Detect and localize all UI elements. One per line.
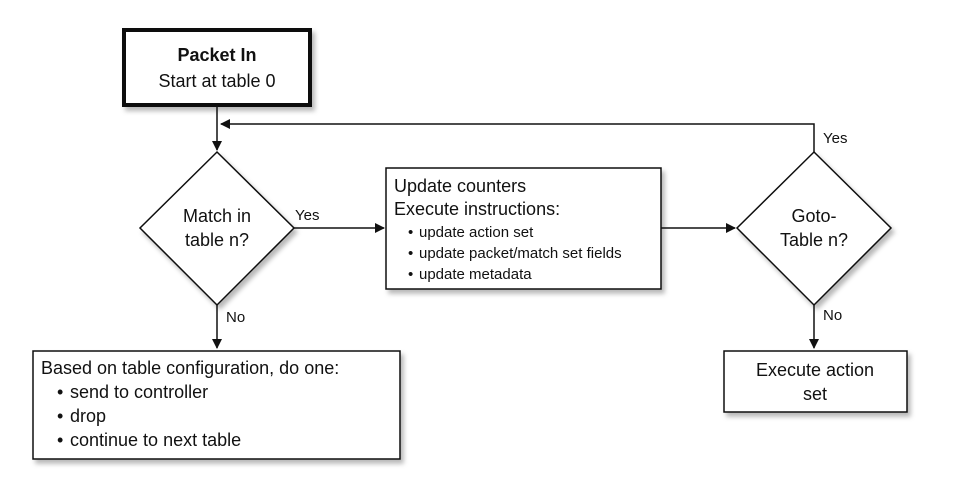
match-yes-label: Yes [295,207,319,224]
update-box: Update counters Execute instructions: • … [385,167,662,290]
match-decision: Match in table n? [138,150,296,307]
execute-action-box: Execute action set [723,350,908,413]
goto-line2: Table n? [780,230,848,250]
packet-in-title: Packet In [177,45,256,65]
update-line1: Update counters [394,176,526,196]
goto-line1: Goto- [791,206,836,226]
match-line2: table n? [185,230,249,250]
goto-no-label: No [823,307,842,324]
update-bullet-dot: • [408,224,413,241]
update-bullet: update packet/match set fields [419,245,622,262]
arrow-goto-yes-loop [220,119,815,152]
goto-yes-label: Yes [823,130,847,147]
update-bullet: update metadata [419,266,532,283]
goto-decision: Goto- Table n? [735,150,893,307]
update-bullet-dot: • [408,266,413,283]
miss-bullet: continue to next table [70,430,241,450]
execute-line1: Execute action [756,360,874,380]
update-line2: Execute instructions: [394,199,560,219]
table-miss-box: Based on table configuration, do one: • … [32,350,401,460]
miss-bullet: send to controller [70,382,208,402]
match-no-label: No [226,309,245,326]
update-bullet-dot: • [408,245,413,262]
update-bullet: update action set [419,224,534,241]
packet-in-box: Packet In Start at table 0 [122,28,312,107]
match-line1: Match in [183,206,251,226]
table-miss-title: Based on table configuration, do one: [41,358,339,378]
miss-bullet-dot: • [57,382,63,402]
miss-bullet: drop [70,406,106,426]
packet-in-subtitle: Start at table 0 [158,71,275,91]
miss-bullet-dot: • [57,406,63,426]
miss-bullet-dot: • [57,430,63,450]
execute-line2: set [803,384,827,404]
